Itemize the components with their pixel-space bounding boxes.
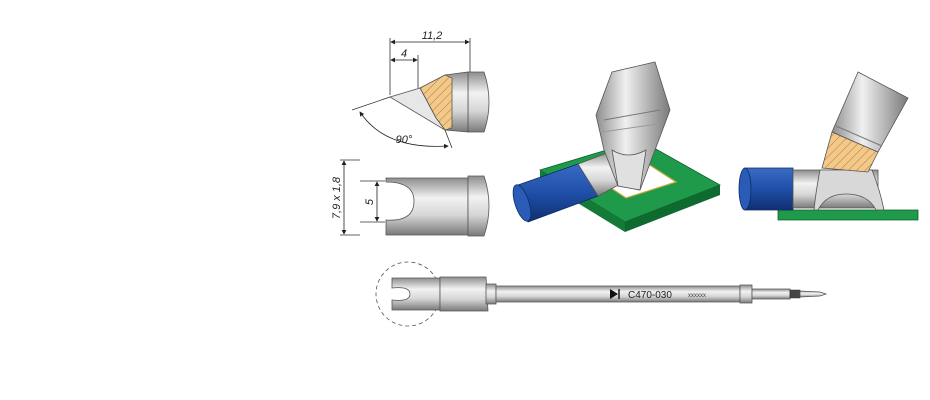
full-tip-view: C470-030 xxxxxx	[375, 261, 828, 327]
pcb-edge-right	[625, 185, 720, 232]
side-view: 11,2 4 90°	[351, 30, 490, 149]
front-view: 7,9 x 1,8 5	[331, 159, 490, 237]
tip-fork-side	[813, 169, 885, 211]
dim-angle: 90°	[396, 134, 413, 146]
serial-mark: xxxxxx	[688, 293, 706, 299]
iso-view-application	[512, 61, 721, 232]
iso-view-side	[738, 71, 919, 221]
pcb-strip	[777, 209, 919, 221]
cable-blue-side	[744, 167, 794, 211]
dim-width-thickness: 7,9 x 1,8	[331, 176, 343, 219]
tip-fork-iso	[611, 149, 647, 191]
dim-overall-length: 11,2	[422, 30, 443, 42]
front-fork	[385, 177, 469, 236]
play-marker-icon	[610, 289, 618, 299]
tip-barrel-full	[439, 276, 489, 312]
dim-slot-width: 5	[364, 198, 376, 205]
dim-arc-angle	[359, 111, 449, 149]
tip-end-full	[799, 290, 828, 298]
front-barrel	[467, 175, 490, 237]
part-number: C470-030	[628, 290, 672, 301]
tip-fork-full	[391, 277, 441, 311]
dim-tip-length: 4	[401, 48, 407, 60]
side-barrel	[467, 71, 490, 133]
